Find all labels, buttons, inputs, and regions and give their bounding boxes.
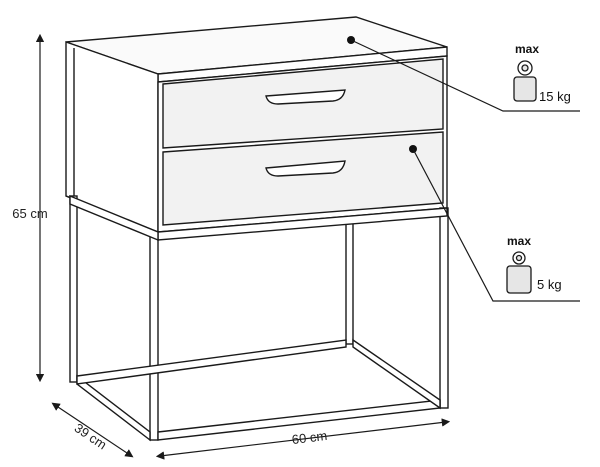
- height-label: 65 cm: [12, 206, 47, 221]
- drawer-load-value: 5 kg: [537, 277, 562, 292]
- drawer-bottom-handle[interactable]: [265, 160, 346, 177]
- drawer-load-max-label: max: [507, 234, 531, 248]
- top-load-value: 15 kg: [539, 89, 571, 104]
- weight-icon: [506, 251, 532, 294]
- width-dimension: 60 cm: [155, 418, 451, 460]
- depth-label: 39 cm: [72, 420, 110, 452]
- metal-frame: [69, 194, 449, 442]
- weight-icon: [513, 60, 537, 102]
- drawer-top-front: [162, 58, 444, 149]
- height-dimension: 65 cm: [12, 33, 48, 383]
- drawer-bottom-front: [162, 131, 444, 226]
- width-label: 60 cm: [291, 428, 328, 447]
- drawer-top[interactable]: [162, 58, 444, 149]
- drawer-load-callout: max 5 kg: [409, 145, 580, 302]
- drawer-bottom[interactable]: [162, 131, 444, 226]
- top-load-max-label: max: [515, 42, 539, 56]
- drawer-top-handle[interactable]: [265, 89, 346, 105]
- top-load-callout: max 15 kg: [347, 36, 580, 112]
